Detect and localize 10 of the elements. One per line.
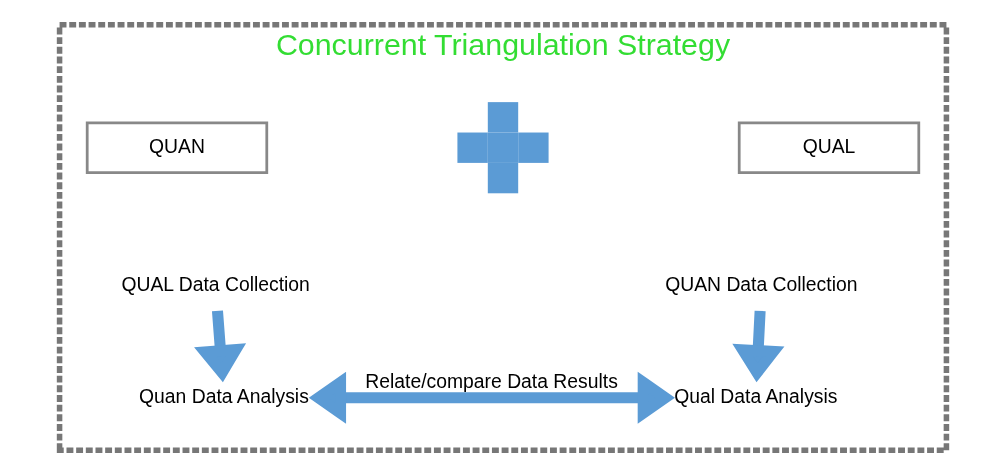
node-box: QUAN (85, 121, 269, 174)
arrow (308, 371, 675, 424)
node-text: QUAL Data Collection (121, 273, 310, 295)
arrow (732, 310, 785, 383)
node-text: QUAN Data Collection (665, 273, 858, 295)
edge-label: Relate/compare Data Results (365, 371, 618, 393)
arrow (194, 310, 247, 383)
node-box: QUAL (737, 121, 921, 174)
node-text: Quan Data Analysis (139, 385, 309, 407)
node-text: Qual Data Analysis (674, 385, 838, 407)
